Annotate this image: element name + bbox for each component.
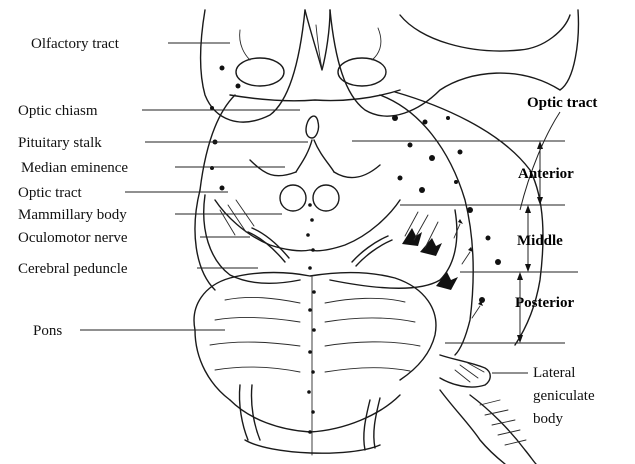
optic-chiasm-shape (230, 90, 400, 101)
olfactory-bulb-right (338, 58, 386, 86)
label-lgb-line1: Lateral (533, 365, 575, 381)
label-optic-tract-right: Optic tract (527, 95, 597, 111)
left-leader-lines (80, 43, 308, 330)
label-optic-chiasm: Optic chiasm (18, 103, 98, 119)
label-median-eminence: Median eminence (21, 160, 128, 176)
right-labels: Optic tract Anterior Middle Posterior La… (515, 95, 597, 427)
label-cerebral-peduncle: Cerebral peduncle (18, 261, 128, 277)
label-middle: Middle (517, 233, 563, 249)
label-lgb-line3: body (533, 411, 564, 427)
label-optic-tract-left: Optic tract (18, 185, 83, 201)
label-lgb-line2: geniculate (533, 388, 595, 404)
left-labels: Olfactory tract Optic chiasm Pituitary s… (18, 36, 128, 339)
label-pons: Pons (33, 323, 62, 339)
pituitary-stalk-shape (306, 116, 319, 138)
label-pituitary-stalk: Pituitary stalk (18, 135, 102, 151)
olfactory-bulb-left (236, 58, 284, 86)
frontal-lobe-left (200, 10, 305, 122)
label-mammillary-body: Mammillary body (18, 207, 127, 223)
label-anterior: Anterior (518, 166, 574, 182)
mammillary-body-left (280, 185, 306, 211)
label-oculomotor-nerve: Oculomotor nerve (18, 230, 128, 246)
label-olfactory-tract: Olfactory tract (31, 36, 120, 52)
label-posterior: Posterior (515, 295, 574, 311)
median-eminence-shape (250, 160, 380, 178)
small-arrows (454, 219, 483, 318)
mammillary-body-right (313, 185, 339, 211)
